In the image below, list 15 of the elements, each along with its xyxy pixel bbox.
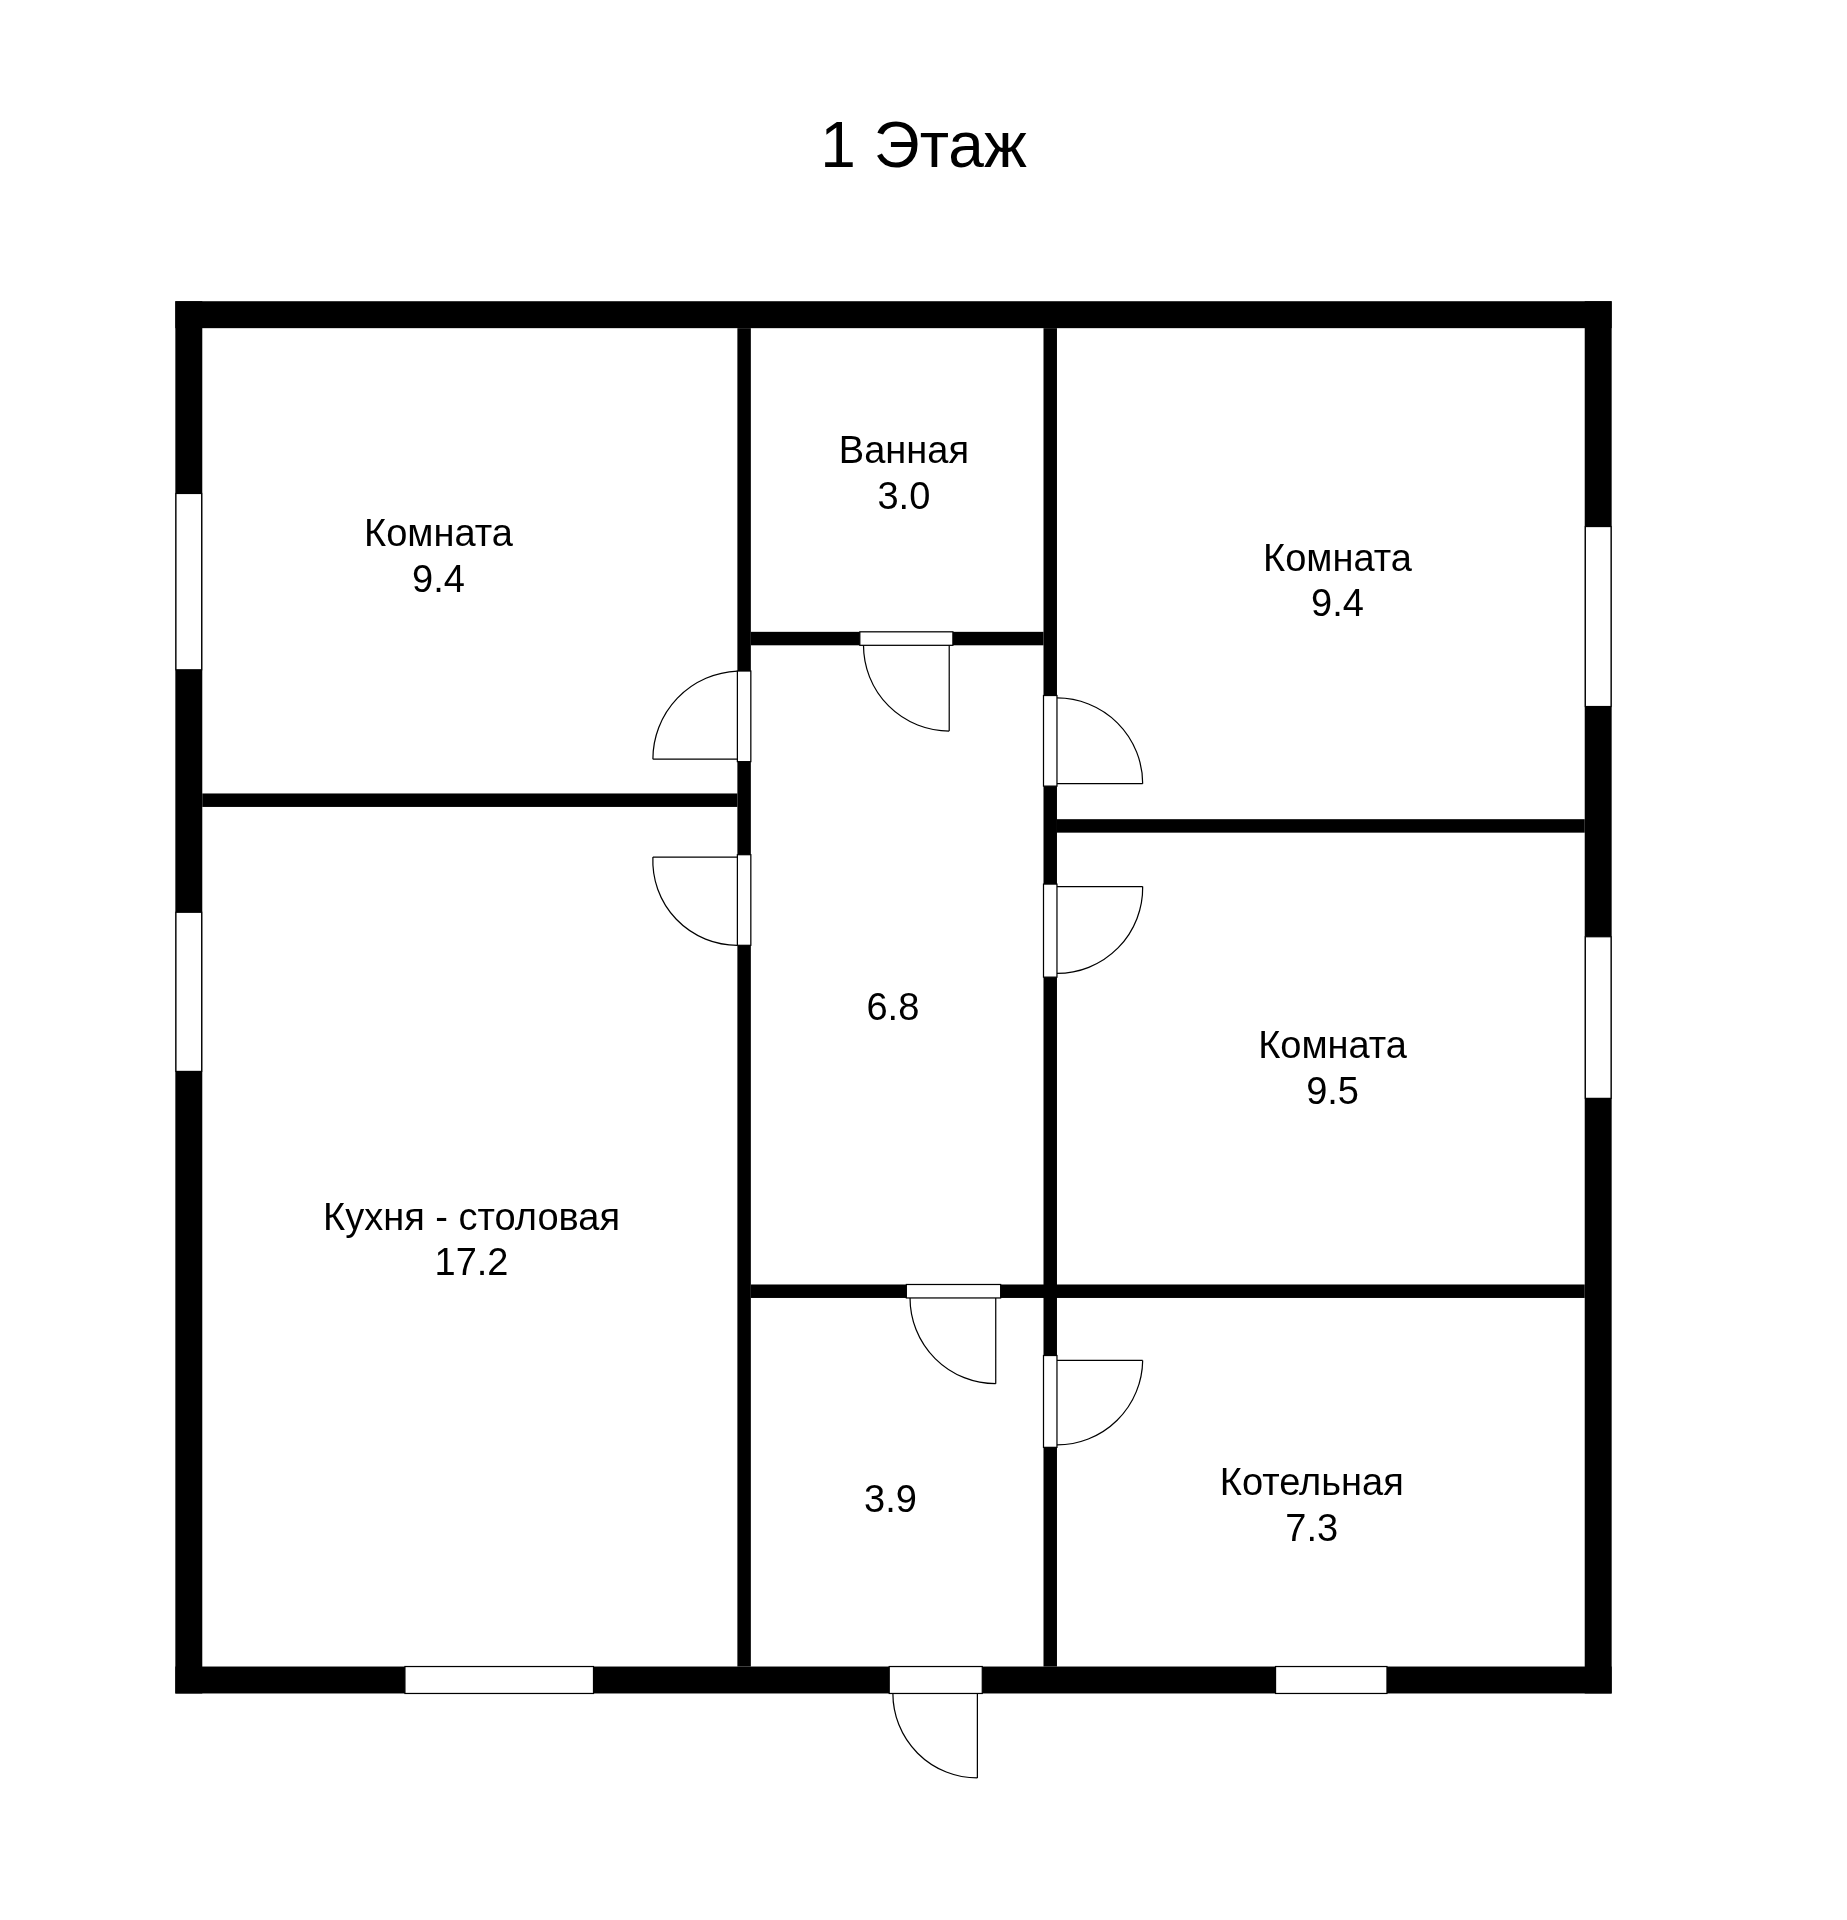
room-name: Комната: [1258, 1023, 1407, 1069]
room-area-value: 9.4: [1310, 581, 1365, 627]
room-name: Ванная: [838, 428, 969, 474]
room-area-value: 7.3: [1284, 1506, 1340, 1552]
plan-title: 1 Этаж: [820, 108, 1027, 182]
room-area-value: 3.9: [864, 1477, 917, 1523]
room-area-value: 17.2: [433, 1240, 510, 1286]
room-area-value: 3.0: [876, 474, 932, 519]
room-name: Комната: [1263, 536, 1412, 582]
room-name: Котельная: [1219, 1460, 1404, 1506]
room-area-value: 9.5: [1305, 1069, 1360, 1115]
room-area-value: 6.8: [866, 985, 920, 1031]
room-name: Кухня - столовая: [323, 1195, 620, 1241]
room-area-value: 9.4: [411, 557, 466, 603]
room-name: Комната: [364, 511, 513, 557]
